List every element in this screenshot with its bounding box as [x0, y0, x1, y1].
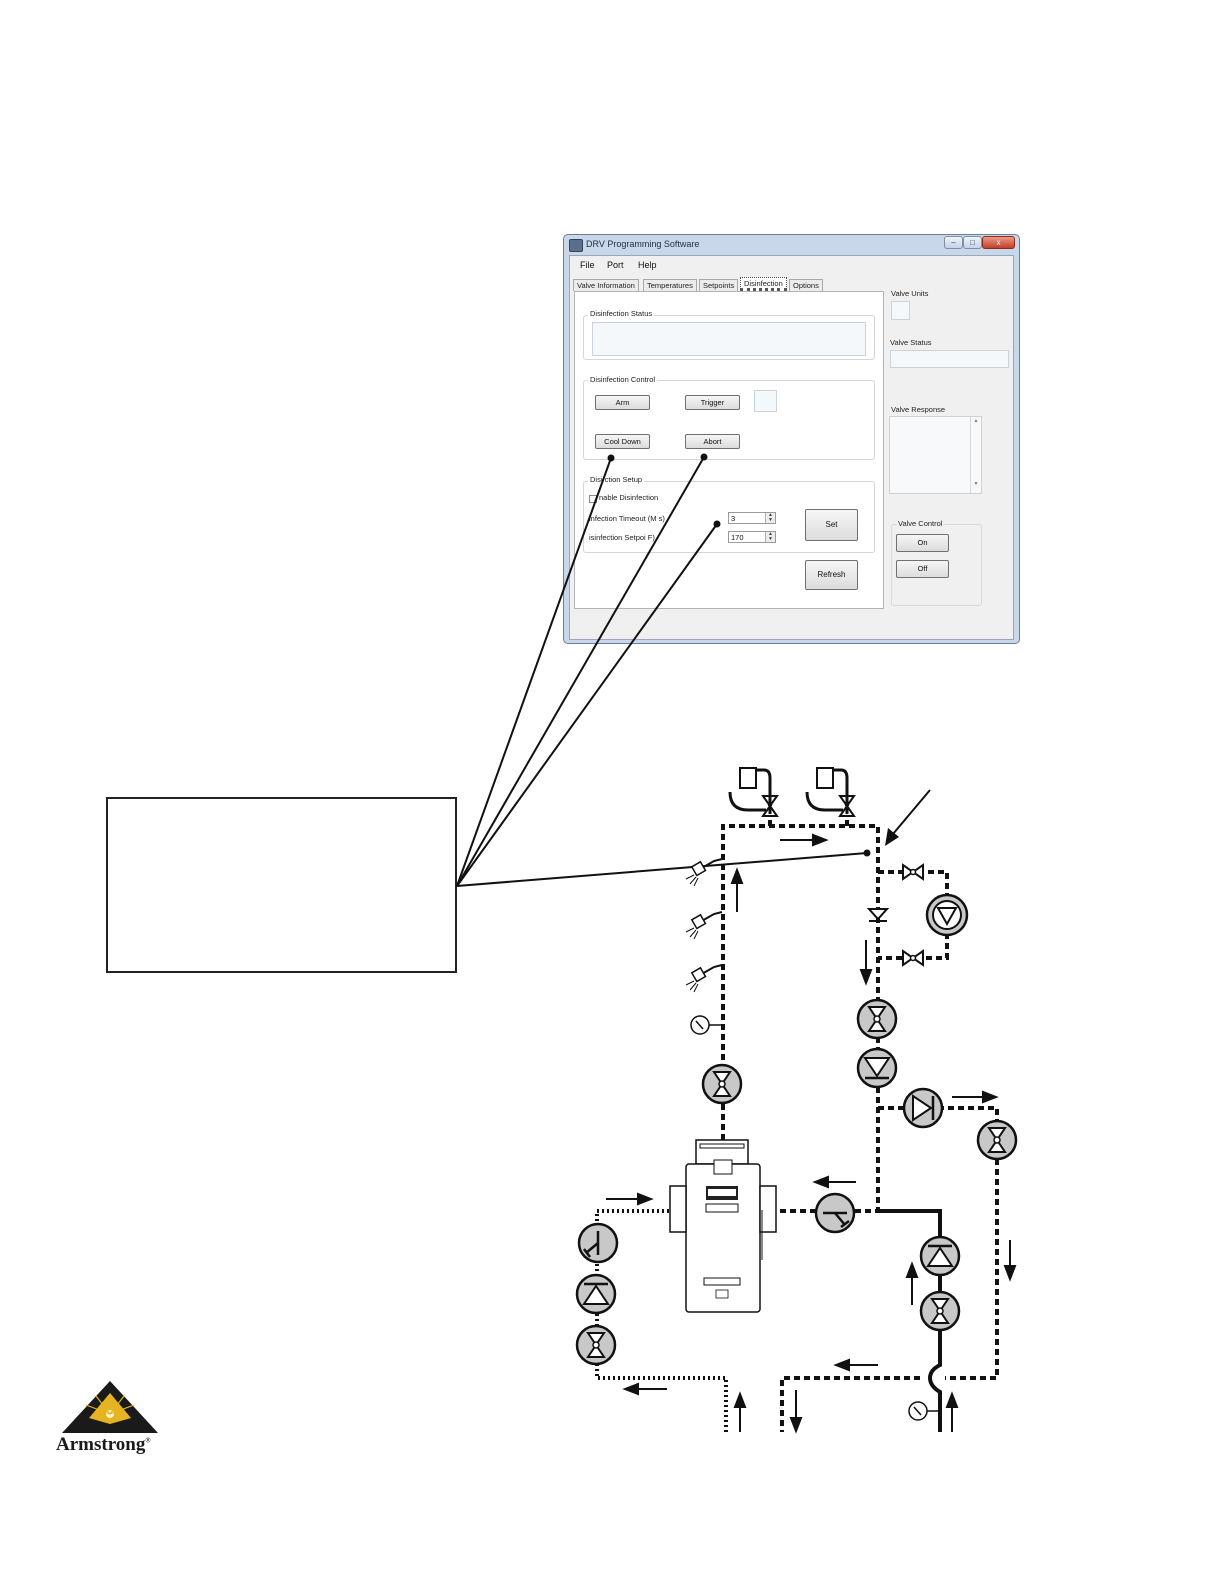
recirculation-pump-icon [925, 893, 969, 937]
leader-lines [456, 456, 868, 887]
valve-response-label: Valve Response [891, 405, 946, 414]
tab-valve-information[interactable]: Valve Information [573, 279, 639, 291]
digital-mixing-valve-icon [669, 1139, 777, 1313]
disinfection-control-group [583, 380, 875, 460]
ball-valve-icon [856, 998, 898, 1040]
arm-button[interactable]: Arm [595, 395, 650, 410]
sink-fixture-icon [728, 766, 772, 816]
disinfection-setup-label: Disi ction Setup [588, 475, 645, 484]
valve-status-display [890, 350, 1009, 368]
sink-fixture-icon [805, 766, 849, 816]
refresh-button[interactable]: Refresh [805, 560, 858, 590]
dotted-pipes [595, 1209, 728, 1432]
spin-arrows-icon[interactable]: ▲▼ [765, 513, 775, 523]
enable-disinfection-label: nable Disinfection [599, 493, 659, 502]
gate-valve-icon [902, 864, 924, 880]
ball-valve-icon [575, 1324, 617, 1366]
valve-on-button[interactable]: On [896, 534, 949, 552]
scrollbar[interactable]: ▲▼ [970, 417, 981, 493]
menu-bar: File Port Help [570, 256, 1013, 275]
disinfection-tab-panel: Disinfection Status Disinfection Control… [574, 291, 884, 609]
close-button[interactable]: x [982, 236, 1015, 249]
disinfection-control-label: Disinfection Control [588, 375, 658, 384]
ball-valve-icon [701, 1063, 743, 1105]
menu-help[interactable]: Help [638, 260, 657, 270]
solid-pipe [878, 1209, 942, 1432]
disinfection-timeout-label: infection Timeout (M s) [589, 514, 665, 523]
check-valve-icon [575, 1273, 617, 1315]
shower-head-icon [685, 964, 723, 993]
ball-valve-icon [976, 1119, 1018, 1161]
check-valve-icon [856, 1047, 898, 1089]
valve-response-log[interactable]: ▲▼ [889, 416, 982, 494]
valve-off-button[interactable]: Off [896, 560, 949, 578]
shower-head-icon [685, 911, 723, 940]
menu-port[interactable]: Port [607, 260, 624, 270]
disinfection-status-display [592, 322, 866, 356]
disinfection-timeout-input[interactable]: 3 ▲▼ [728, 512, 776, 524]
registered-mark: ® [145, 1436, 151, 1445]
valve-units-display [891, 301, 910, 320]
title-bar: DRV Programming Software – □ x [564, 235, 1019, 255]
timeout-value: 3 [731, 514, 736, 523]
small-check-valve-icon [866, 908, 890, 922]
tab-options[interactable]: Options [789, 279, 823, 291]
disinfection-setpoint-label: isinfection Setpoi F) [589, 533, 655, 542]
minimize-button[interactable]: – [944, 236, 963, 249]
dashed-pipes [721, 800, 999, 1432]
trigger-button[interactable]: Trigger [685, 395, 740, 410]
tab-setpoints[interactable]: Setpoints [699, 279, 739, 291]
software-window: DRV Programming Software – □ x File Port… [563, 234, 1020, 644]
spin-arrows-icon[interactable]: ▲▼ [765, 532, 775, 542]
window-client: File Port Help Valve Information Tempera… [569, 255, 1014, 640]
shower-head-icon [685, 858, 723, 887]
menu-file[interactable]: File [580, 260, 595, 270]
check-valve-icon [902, 1087, 944, 1129]
valve-control-label: Valve Control [897, 519, 944, 528]
maximize-button[interactable]: □ [963, 236, 982, 249]
set-button[interactable]: Set [805, 509, 858, 541]
disinfection-setup-group [583, 481, 875, 553]
valve-units-label: Valve Units [891, 289, 929, 298]
disinfection-setpoint-input[interactable]: 170 ▲▼ [728, 531, 776, 543]
cool-down-button[interactable]: Cool Down [595, 434, 650, 449]
flow-arrows [606, 833, 1017, 1434]
pressure-gauge-icon [690, 1015, 723, 1035]
window-title: DRV Programming Software [586, 239, 700, 249]
disinfection-status-group [583, 315, 875, 360]
check-valve-icon [919, 1235, 961, 1277]
leader-dots [607, 453, 871, 857]
app-icon [569, 239, 583, 252]
trigger-indicator [754, 390, 777, 412]
brand-name: Armstrong® [56, 1434, 151, 1456]
ball-valve-icon [919, 1290, 961, 1332]
strainer-icon [577, 1222, 619, 1264]
valve-status-label: Valve Status [890, 338, 932, 347]
gate-valve-icon [902, 950, 924, 966]
abort-button[interactable]: Abort [685, 434, 740, 449]
callout-box [106, 797, 457, 973]
strainer-icon [814, 1192, 856, 1234]
tab-disinfection[interactable]: Disinfection [740, 277, 787, 291]
disinfection-status-label: Disinfection Status [588, 309, 655, 318]
tab-temperatures[interactable]: Temperatures [643, 279, 697, 291]
sensor-pointer-arrow [885, 789, 931, 846]
pressure-gauge-icon [908, 1401, 940, 1421]
setpoint-value: 170 [731, 533, 744, 542]
brand-wordmark: Armstrong [56, 1434, 146, 1455]
armstrong-logo-icon [62, 1381, 158, 1433]
